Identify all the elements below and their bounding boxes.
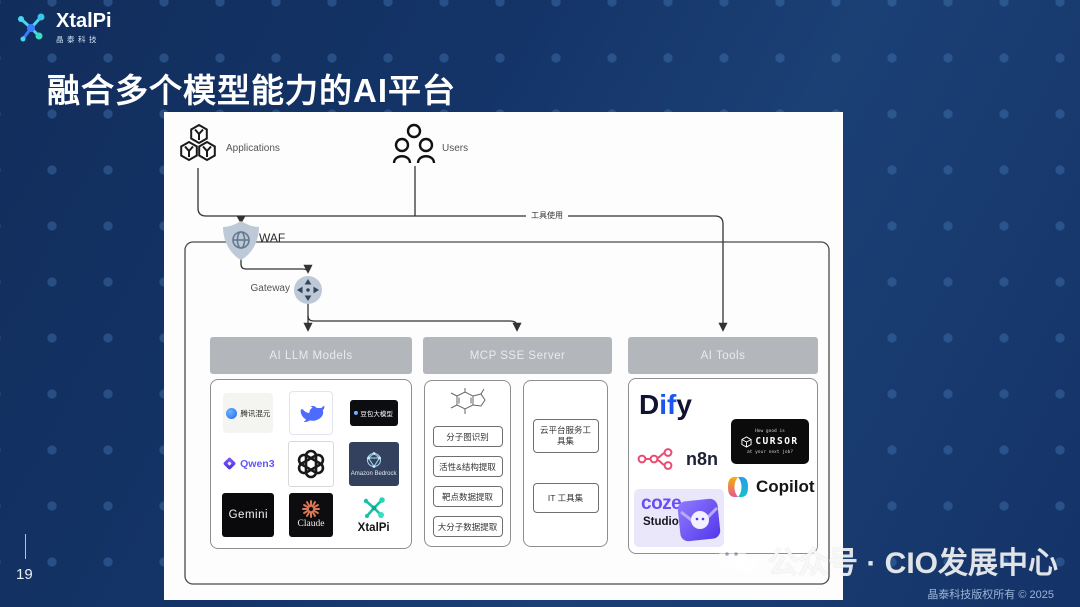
bedrock-neural-icon	[366, 452, 381, 468]
section-header-ai-llm-models: AI LLM Models	[210, 337, 412, 374]
mcp-tool-activity-structure-extraction: 活性&结构提取	[432, 456, 503, 477]
n8n-nodes-icon	[637, 448, 673, 470]
logo-amazon-bedrock: Amazon Bedrock	[348, 441, 399, 486]
doubao-icon	[354, 411, 359, 416]
deepseek-whale-icon	[300, 406, 325, 423]
xtalpi-x-icon	[363, 496, 385, 518]
brand-logo: XtalPi 晶泰科技	[14, 11, 112, 45]
applications-label: Applications	[226, 143, 280, 154]
applications-icon	[180, 123, 216, 162]
logo-claude: Claude	[288, 492, 333, 537]
claude-starburst-icon	[301, 500, 320, 519]
tool-use-edge-label: 工具使用	[526, 209, 568, 222]
logo-tencent-hunyuan: 腾讯混元	[223, 393, 274, 434]
logo-cursor: How good is CURSOR at your next job?	[731, 419, 809, 464]
logo-xtalpi: XtalPi	[358, 496, 390, 534]
mcp-molecule-tools-box: 分子图识别 活性&结构提取 靶点数据提取 大分子数据提取	[424, 380, 511, 547]
page-number-tick	[25, 534, 26, 559]
users-label: Users	[442, 143, 469, 154]
watermark: 公众号 · CIO发展中心	[718, 538, 1058, 582]
logo-doubao: 豆包大模型	[349, 400, 398, 427]
section-header-ai-tools: AI Tools	[628, 337, 818, 374]
coze-mascot-icon	[677, 498, 721, 542]
copilot-icon	[728, 477, 748, 497]
logo-openai	[287, 440, 334, 487]
brand-tagline: 晶泰科技	[56, 35, 100, 44]
diagram-panel: Applications Users WAF Gateway 工具使用 AI L…	[164, 112, 843, 600]
ai-tools-box: Dify How good is CURSOR at your next job…	[628, 378, 818, 554]
mcp-tool-cloud-platform-toolset: 云平台服务工具集	[532, 419, 599, 453]
wechat-icon	[719, 546, 758, 574]
qwen-icon	[223, 458, 236, 470]
logo-coze-studio: coze Studio	[634, 489, 724, 547]
mcp-service-tools-box: 云平台服务工具集 IT 工具集	[523, 380, 608, 547]
logo-gemini: Gemini	[222, 492, 275, 537]
logo-qwen3: Qwen3	[222, 456, 275, 471]
hunyuan-icon	[226, 407, 238, 419]
openai-knot-icon	[297, 449, 325, 479]
mcp-tool-molecule-recognition: 分子图识别	[432, 426, 503, 447]
logo-dify: Dify	[639, 389, 692, 420]
waf-shield-icon	[223, 221, 259, 260]
gateway-icon	[294, 276, 322, 304]
molecule-structure-sketch	[450, 388, 486, 414]
outer-container-outline	[184, 241, 830, 585]
waf-label: WAF	[259, 231, 286, 245]
copyright-text: 晶泰科技版权所有 © 2025	[927, 589, 1054, 601]
connector-layer	[184, 166, 830, 585]
xtalpi-molecule-icon	[18, 13, 45, 42]
mcp-tool-it-toolset: IT 工具集	[532, 483, 599, 513]
page-number: 19	[16, 566, 33, 583]
llm-models-box: 腾讯混元 豆包大模型 Qwen3	[210, 379, 412, 549]
logo-deepseek	[288, 391, 333, 436]
cursor-cube-icon	[741, 435, 752, 448]
watermark-text: 公众号 · CIO发展中心	[768, 547, 1058, 580]
users-icon	[392, 123, 436, 164]
page-title: 融合多个模型能力的AI平台	[47, 72, 456, 109]
section-header-mcp-sse-server: MCP SSE Server	[423, 337, 612, 374]
mcp-tool-macromolecule-data-extraction: 大分子数据提取	[432, 516, 503, 537]
mcp-tool-target-data-extraction: 靶点数据提取	[432, 486, 503, 507]
gateway-label: Gateway	[250, 283, 290, 294]
logo-copilot: Copilot	[726, 475, 815, 499]
logo-n8n: n8n	[637, 447, 718, 471]
brand-name: XtalPi	[56, 10, 112, 32]
